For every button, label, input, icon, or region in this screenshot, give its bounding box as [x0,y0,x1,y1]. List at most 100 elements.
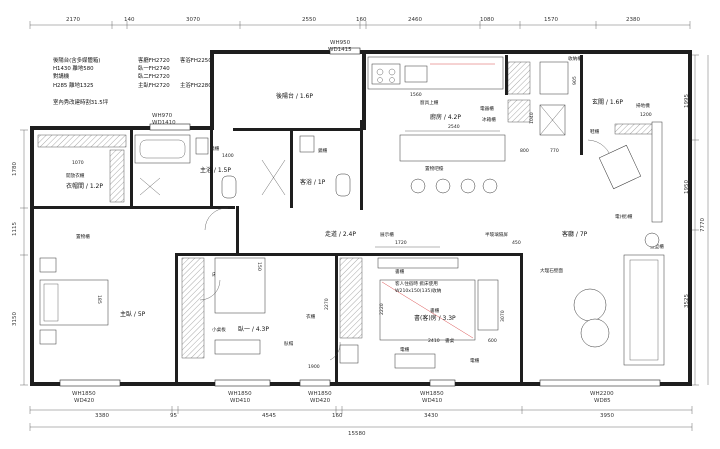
living-room: 客廳 / 7P 大理石壁面 造型櫃 [540,144,665,366]
room-corridor: 走道 / 2.4P [325,230,356,238]
win-b3-h: WH1850 [308,391,332,397]
label-1400: 1400 [222,153,234,159]
windows [59,47,661,387]
top-dim-9: 2380 [626,17,640,23]
height-4: 臥二FH2720 [138,72,170,80]
label-marble: 大理石壁面 [540,267,563,274]
label-600: 600 [488,338,497,344]
label-range-hood: 廚具上櫃 [420,99,439,106]
label-mirror-2: 鏡櫃 [318,147,328,154]
label-display-2: 展示櫃 [380,231,394,238]
note-line-2: H1430 離地580 [53,64,94,72]
closet: 1070 開放衣櫃 衣帽間 / 1.2P [37,134,127,203]
top-dim-7: 1080 [480,17,494,23]
bottom-dim-5: 3430 [424,413,438,419]
height-2: 客浴FH2250 [180,56,212,64]
height-3: 臥一FH2740 [138,64,170,72]
label-appliance: 電器櫃 [480,105,494,112]
bottom-dim-1: 3380 [95,413,109,419]
label-open-wardrobe: 開放衣櫃 [66,172,85,179]
label-800: 800 [520,148,529,154]
note-line-6: 室內秀改建時割31.5坪 [53,98,109,106]
top-dim-1: 2170 [66,17,80,23]
label-guest-bed: 電櫃 [470,357,480,364]
label-1040: 1040 [529,112,535,124]
room-master-bed: 主臥 / 5P [120,310,146,318]
bottom-dim-3: 4545 [262,413,276,419]
label-1070: 1070 [72,160,84,166]
label-2270: 2270 [324,298,330,310]
label-half-glass: 半玻璃隔屏 [485,231,508,238]
label-guest-bed-note: 客人住宿時 掀床使用 [395,280,438,287]
win-b2-h: WH1850 [228,391,252,397]
win-b4-d: WD410 [422,398,443,404]
note-line-1: 後陽台(含多媒體箱) [53,56,100,64]
room-guest-bath: 客浴 / 1P [300,178,326,186]
walls [30,50,692,386]
right-dim-1: 1995 [684,94,690,108]
top-dim-2: 140 [124,17,135,23]
top-dim-8: 1570 [544,17,558,23]
label-desk: 書桌 [445,337,455,344]
notes-block: 後陽台(含多媒體箱) H1430 離地580 對講機 H285 離地1325 室… [53,56,212,106]
label-tv-cab: 電(視)櫃 [615,213,633,220]
win-b1-d: WD420 [74,398,95,404]
win-b4-h: WH1850 [420,391,444,397]
label-wardrobe: 衣櫃 [306,313,316,320]
room-entry: 玄關 / 1.6P [592,98,623,106]
label-bed-150: 150 [256,262,262,271]
bottom-dim-4: 160 [332,413,343,419]
label-guest-bed-note2: W210x150(135)收納 [395,287,442,294]
right-dim-3: 7770 [700,218,706,232]
right-dimension-chain: 1995 1950 7770 3525 [684,54,709,386]
label-2220: 2220 [379,303,385,315]
master-bedroom: 185 主臥 / 5P [39,257,146,345]
bottom-dim-6: 3950 [600,413,614,419]
left-dim-2: 1115 [12,222,18,236]
room-bed-one: 臥一 / 4.3P [238,325,269,333]
win-b5-h: WH2200 [590,391,614,397]
win-b5-d: WD85 [594,398,611,404]
label-storage-cab: 收納櫃 [568,55,582,62]
height-1: 客廳FH2720 [138,56,170,64]
label-high-cab-1: 書櫃 [395,268,405,275]
label-high-cab-2: 書櫃 [430,307,440,314]
win-mid-d: WD1410 [152,120,176,126]
label-1720: 1720 [395,240,407,246]
label-bar: 置物吧檯 [425,165,444,172]
room-back-balcony: 後陽台 / 1.6P [276,92,313,100]
win-top-d: WD1415 [328,47,352,53]
room-closet: 衣帽間 / 1.2P [66,182,103,190]
note-line-3: 對講機 [53,72,70,80]
room-master-bath: 主浴 / 1.5P [200,166,231,174]
top-dimension-chain: 2170 140 3070 2550 160 2460 1080 1570 23… [29,17,691,29]
label-770: 770 [550,148,559,154]
label-fridge: 冰箱櫃 [482,116,496,123]
label-450: 450 [512,240,521,246]
left-dimension-chain: 1780 1115 3150 [12,129,28,386]
label-2540: 2540 [448,124,460,130]
left-dim-1: 1780 [12,162,18,176]
label-small-desk: 小桌板 [212,326,226,333]
label-3070: 3070 [500,310,506,322]
top-dim-4: 2550 [302,17,316,23]
label-storage-1: 置物櫃 [76,233,90,240]
label-shoe: 鞋櫃 [590,128,600,135]
label-sweeper: 掃地機 [636,102,650,109]
win-b3-d: WD420 [310,398,331,404]
study-room: 展示櫃 1720 書櫃 客人住宿時 掀床使用 W210x150(135)收納 2… [339,231,521,369]
bottom-dim-2: 95 [170,413,177,419]
bedroom-one: 床頭櫃 150 小桌板 臥一 / 4.3P 衣櫃 2270 臥榻 1900 [181,257,359,370]
label-bed-185: 185 [96,295,102,304]
entry-area: 玄關 / 1.6P 掃地機 1200 鞋櫃 電(視)櫃 [587,98,663,223]
top-dim-5: 160 [356,17,367,23]
label-1560: 1560 [410,92,422,98]
win-mid-h: WH970 [152,113,173,119]
right-dim-2: 1950 [684,180,690,194]
label-2410: 2410 [428,338,440,344]
label-seat: 臥榻 [284,340,294,347]
bottom-dimension-chain: 3380 95 4545 160 3430 3950 15580 [29,406,693,437]
win-top-h: WH950 [330,40,351,46]
label-mirror-1: 鏡櫃 [210,145,220,152]
